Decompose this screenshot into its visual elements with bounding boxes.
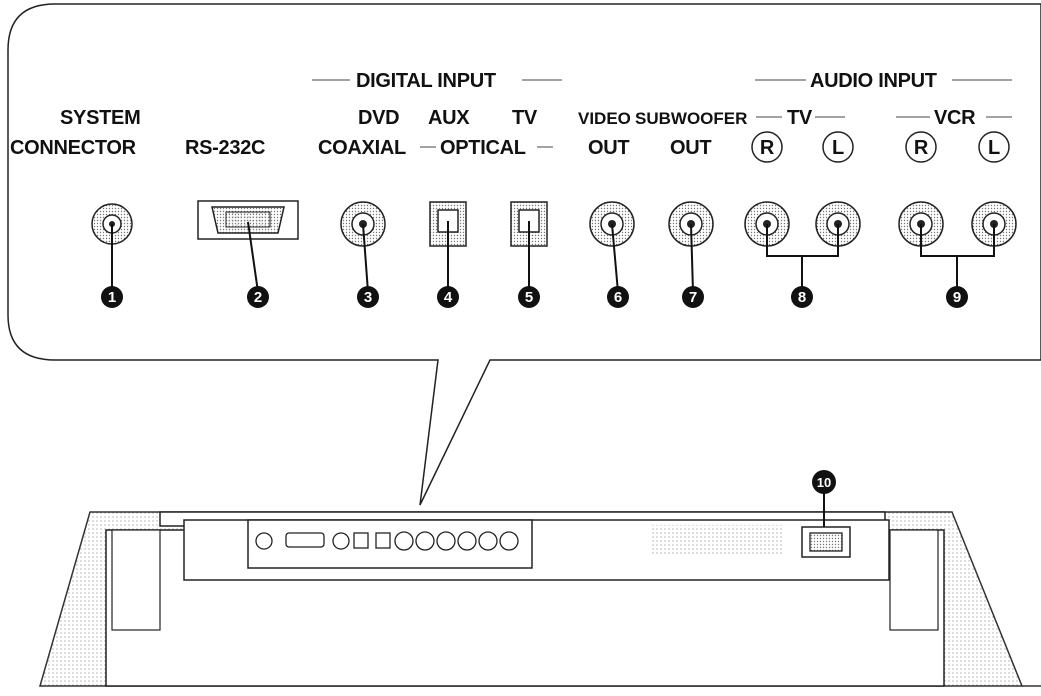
vcr-l-badge: L	[978, 131, 1010, 163]
svg-text:10: 10	[817, 475, 831, 490]
svg-text:L: L	[832, 137, 844, 159]
rs232c-port	[197, 200, 299, 240]
svg-text:2: 2	[254, 289, 262, 306]
system-label-line2: CONNECTOR	[10, 137, 137, 159]
svg-text:3: 3	[364, 289, 372, 306]
coaxial-label: COAXIAL	[318, 137, 406, 159]
vcr-audio-label: VCR	[934, 107, 976, 129]
vcr-r-badge: R	[905, 131, 937, 163]
svg-text:R: R	[914, 137, 929, 159]
svg-text:R: R	[760, 137, 775, 159]
audio-input-header: AUDIO INPUT	[755, 70, 1012, 92]
svg-text:1: 1	[108, 289, 116, 306]
digital-input-header: DIGITAL INPUT	[312, 70, 562, 92]
leader-lines	[111, 221, 995, 293]
digital-input-label: DIGITAL INPUT	[356, 70, 496, 92]
tv-r-badge: R	[751, 131, 783, 163]
marker-10: 10	[812, 470, 836, 494]
dvd-label: DVD	[358, 107, 399, 129]
svg-text:4: 4	[444, 289, 453, 306]
vcr-audio-header: VCR	[896, 107, 1012, 129]
callout-bubble	[7, 3, 1041, 506]
marker-5: 5	[518, 286, 540, 308]
tv-audio-label: TV	[787, 107, 813, 129]
marker-2: 2	[247, 286, 269, 308]
marker-9: 9	[946, 286, 968, 308]
subwoofer-label-line1: SUBWOOFER	[635, 109, 747, 128]
connector-strip	[247, 519, 533, 569]
subwoofer-label-line2: OUT	[670, 137, 711, 159]
marker-3: 3	[357, 286, 379, 308]
marker-4: 4	[437, 286, 459, 308]
tv-l-badge: L	[822, 131, 854, 163]
marker-1: 1	[101, 286, 123, 308]
svg-text:5: 5	[525, 289, 533, 306]
svg-text:6: 6	[614, 289, 622, 306]
power-socket	[801, 491, 851, 558]
optical-label: OPTICAL	[440, 137, 526, 159]
video-label-line2: OUT	[588, 137, 629, 159]
marker-6: 6	[607, 286, 629, 308]
svg-text:9: 9	[953, 289, 961, 306]
speaker-grille	[652, 525, 784, 555]
aux-label: AUX	[428, 107, 470, 129]
marker-7: 7	[682, 286, 704, 308]
tv-optical-label: TV	[512, 107, 538, 129]
video-label-line1: VIDEO	[578, 109, 631, 128]
system-label-line1: SYSTEM	[60, 107, 140, 129]
tv-rear-housing	[39, 511, 1041, 687]
rs232c-label: RS-232C	[185, 137, 265, 159]
svg-text:7: 7	[689, 289, 697, 306]
svg-text:8: 8	[798, 289, 806, 306]
audio-input-label: AUDIO INPUT	[810, 70, 937, 92]
optical-header: OPTICAL	[420, 137, 553, 159]
svg-text:L: L	[988, 137, 1000, 159]
tv-audio-header: TV	[756, 107, 845, 129]
marker-8: 8	[791, 286, 813, 308]
